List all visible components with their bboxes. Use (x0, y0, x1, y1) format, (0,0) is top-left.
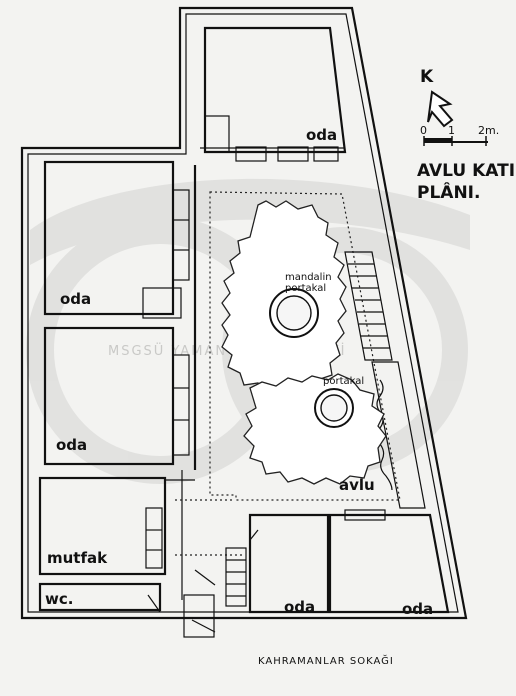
scale-zero: 0 (420, 124, 427, 137)
scale-one: 1 (448, 124, 455, 137)
tree-1-label-line2: portakal (285, 283, 326, 294)
room-top (200, 26, 347, 162)
room-label-left-2: oda (56, 436, 87, 454)
tree-2-label: portakal (323, 376, 364, 387)
tree-1-label-line1: mandalin (285, 272, 332, 283)
scale-two: 2m. (478, 124, 499, 137)
courtyard-label: avlu (339, 476, 375, 494)
north-label: K (420, 67, 434, 87)
plan-title-line1: AVLU KATI (417, 161, 515, 181)
entrance-stairs (147, 547, 247, 638)
room-label-left-1: oda (60, 290, 91, 308)
street-label: KAHRAMANLAR SOKAĞI (258, 654, 394, 667)
tree-pot-2 (314, 388, 354, 428)
room-label-mutfak: mutfak (47, 549, 108, 567)
scale-bar (423, 136, 488, 146)
inner-partitions (165, 165, 197, 600)
room-label-bottom-2: oda (402, 600, 433, 618)
room-bottom-2 (328, 509, 450, 614)
corridor-boundary (175, 499, 245, 556)
north-arrow (427, 90, 454, 128)
tree-pot-1 (269, 288, 319, 338)
room-mutfak (38, 476, 167, 576)
windows-left (145, 189, 190, 569)
plan-title-line2: PLÂNI. (417, 181, 480, 203)
room-bottom-1 (248, 513, 330, 614)
outer-walls (20, 6, 468, 620)
stairs-right (344, 251, 393, 361)
room-label-top: oda (306, 126, 337, 144)
room-label-bottom-1: oda (284, 598, 315, 616)
room-wc (38, 582, 162, 612)
room-label-wc: wc. (45, 590, 73, 608)
